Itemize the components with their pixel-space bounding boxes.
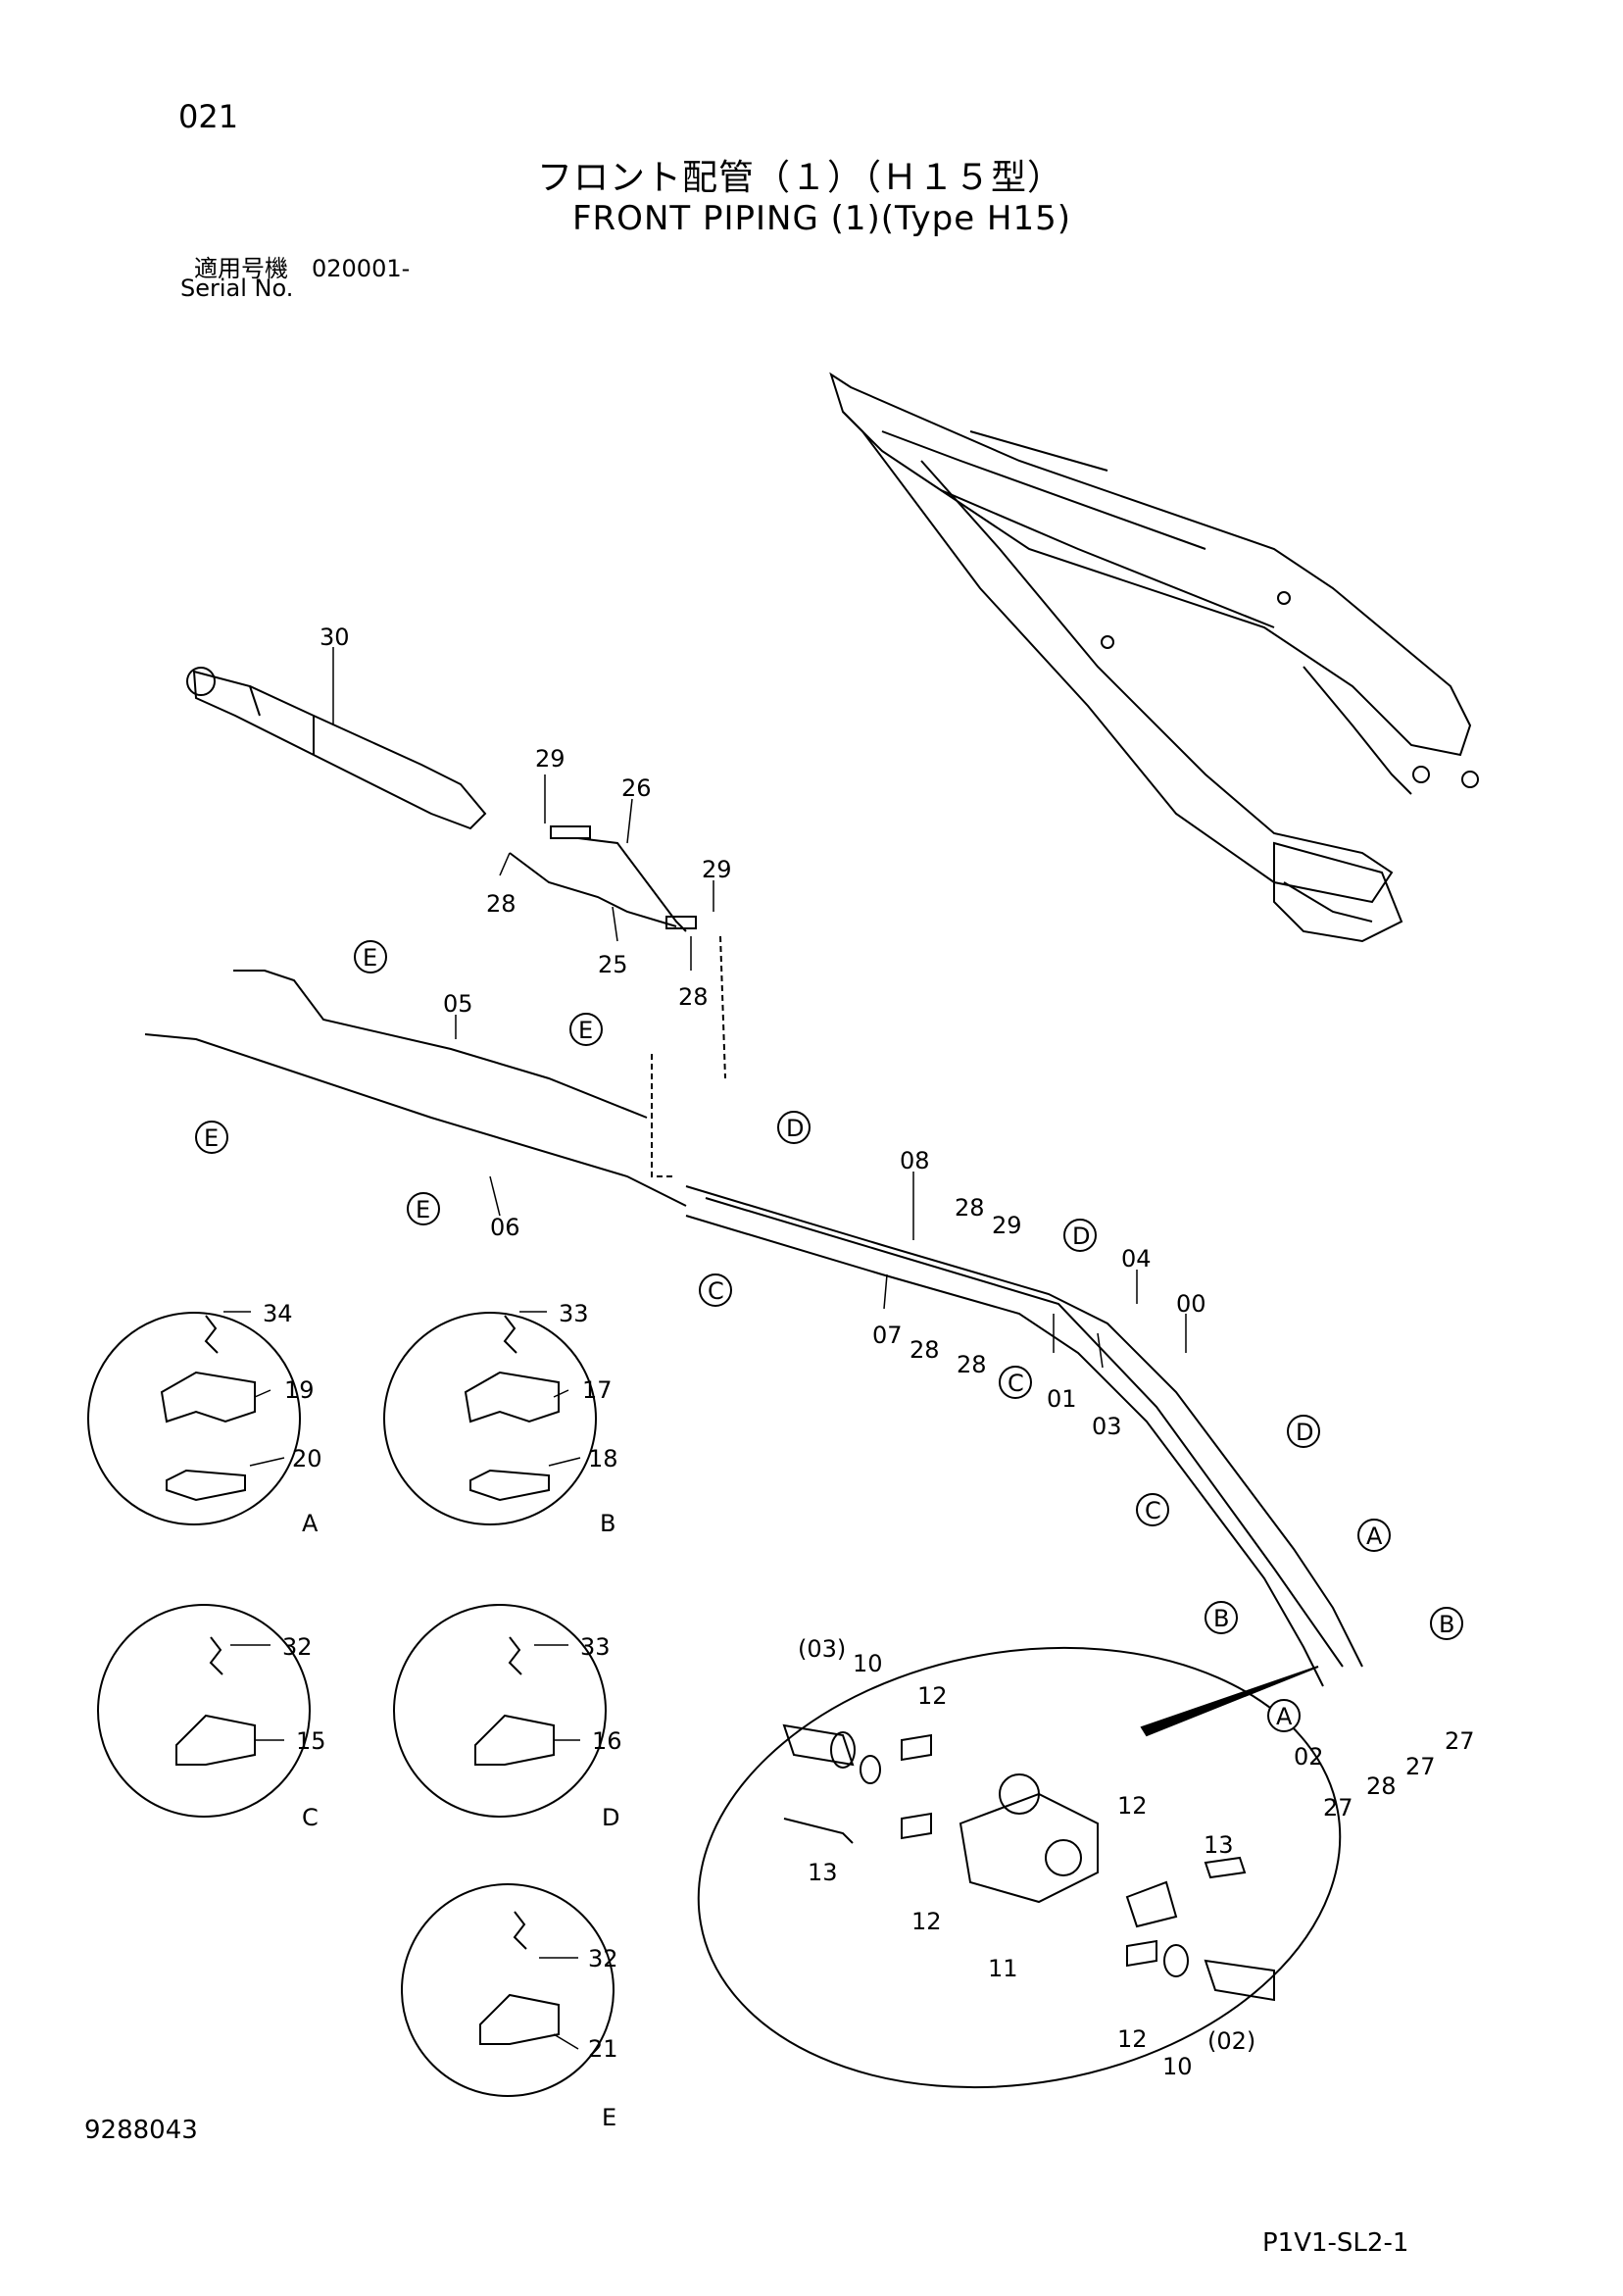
detail-b-bubble — [383, 1312, 597, 1525]
label-12-d: 12 — [1117, 2025, 1148, 2053]
label-00: 00 — [1176, 1290, 1206, 1318]
label-32-b: 32 — [588, 1945, 618, 1972]
pipe-bundle-lower — [685, 1215, 1324, 1687]
part-number-labels: 30 29 26 29 28 25 28 05 06 08 28 29 04 0… — [263, 624, 1475, 2131]
callout-e-1: E — [363, 944, 377, 972]
detail-a-bubble — [87, 1312, 301, 1525]
label-detail-b: B — [600, 1510, 615, 1537]
pipe-bundle-upper — [685, 1185, 1363, 1668]
label-16: 16 — [592, 1727, 622, 1755]
label-34: 34 — [263, 1300, 293, 1327]
label-detail-a: A — [302, 1510, 319, 1537]
label-02: 02 — [1294, 1743, 1324, 1771]
boom-arm-illustration — [829, 372, 1479, 943]
detail-c-bubble — [97, 1604, 311, 1818]
label-28-d: 28 — [910, 1336, 940, 1364]
label-06: 06 — [490, 1214, 520, 1241]
clamp-d-icon — [474, 1636, 555, 1766]
label-29-a: 29 — [535, 745, 566, 773]
page-number: 021 — [178, 98, 239, 135]
detail-e-bubble — [401, 1883, 615, 2097]
label-05: 05 — [443, 990, 473, 1018]
label-12-c: 12 — [1117, 1792, 1148, 1820]
label-33-a: 33 — [559, 1300, 589, 1327]
label-04: 04 — [1121, 1245, 1152, 1273]
label-33-b: 33 — [580, 1633, 611, 1661]
label-19: 19 — [284, 1376, 315, 1404]
callout-c-1: C — [708, 1277, 724, 1305]
label-11: 11 — [988, 1955, 1018, 1982]
label-28-a: 28 — [486, 890, 516, 918]
label-03: 03 — [1092, 1413, 1122, 1440]
label-29-c: 29 — [992, 1212, 1022, 1239]
label-detail-e: E — [602, 2104, 616, 2131]
hose-25 — [509, 852, 677, 927]
detail-d-bubble — [393, 1604, 607, 1818]
clamp-e-icon — [479, 1911, 560, 2045]
pipe-05 — [233, 970, 648, 1119]
label-29-b: 29 — [702, 856, 732, 883]
label-13-a: 13 — [808, 1859, 838, 1886]
label-28-f: 28 — [1366, 1772, 1397, 1800]
callout-b-1: B — [1213, 1605, 1229, 1632]
clamp-c-icon — [175, 1636, 256, 1766]
label-30: 30 — [320, 624, 350, 651]
page-title-japanese: フロント配管（１）（Ｈ１５型） — [537, 158, 1064, 198]
flange-block-icon — [959, 1773, 1099, 1904]
label-28-e: 28 — [957, 1351, 987, 1378]
label-20: 20 — [292, 1445, 322, 1472]
callout-d-1: D — [786, 1115, 804, 1142]
label-26: 26 — [621, 774, 652, 802]
label-21: 21 — [588, 2035, 618, 2063]
label-27-c: 27 — [1445, 1727, 1475, 1755]
label-32-a: 32 — [282, 1633, 313, 1661]
label-02-paren: (02) — [1207, 2027, 1255, 2055]
label-27-b: 27 — [1405, 1753, 1436, 1780]
callout-c-2: C — [1008, 1370, 1024, 1397]
label-28-c: 28 — [955, 1194, 985, 1222]
fittings-icon — [782, 1723, 1275, 2002]
label-27-a: 27 — [1323, 1794, 1353, 1822]
label-01: 01 — [1047, 1385, 1077, 1413]
clamp-a-icon — [160, 1315, 256, 1502]
label-28-b: 28 — [678, 983, 709, 1011]
label-03-paren: (03) — [798, 1635, 846, 1663]
label-12-b: 12 — [911, 1908, 942, 1935]
pipe-06 — [144, 1033, 687, 1207]
callout-e-2: E — [578, 1017, 593, 1044]
callout-a-1: A — [1366, 1522, 1383, 1550]
serial-label: Serial No. — [180, 275, 294, 302]
page-title: FRONT PIPING (1)(Type H15) — [572, 199, 1072, 238]
hose-26 — [577, 837, 687, 932]
label-10-b: 10 — [1162, 2053, 1193, 2080]
fitting-detail-oval — [697, 1646, 1342, 2089]
label-18: 18 — [588, 1445, 618, 1472]
callout-c-3: C — [1145, 1497, 1161, 1524]
serial-applicable-machine: 適用号機 020001- — [194, 255, 411, 282]
sheet-code: P1V1-SL2-1 — [1262, 2228, 1409, 2258]
callout-d-3: D — [1296, 1419, 1313, 1446]
callout-e-4: E — [416, 1196, 430, 1223]
label-10-a: 10 — [853, 1650, 883, 1677]
leader-lines — [223, 647, 1187, 2050]
callout-b-2: B — [1439, 1611, 1454, 1638]
letter-callouts: E E E E D C D C D C A B B A — [195, 940, 1463, 1732]
callout-a-2: A — [1276, 1703, 1293, 1730]
label-detail-d: D — [602, 1804, 619, 1831]
label-detail-c: C — [302, 1804, 319, 1831]
clamp-b-icon — [464, 1315, 560, 1502]
label-25: 25 — [598, 951, 628, 978]
label-15: 15 — [296, 1727, 326, 1755]
label-17: 17 — [582, 1376, 613, 1404]
callout-d-2: D — [1072, 1223, 1090, 1250]
document-code: 9288043 — [84, 2116, 198, 2145]
callout-e-3: E — [204, 1124, 219, 1152]
label-08: 08 — [900, 1147, 930, 1174]
label-12-a: 12 — [917, 1682, 948, 1710]
cylinder-30 — [186, 667, 487, 830]
label-13-b: 13 — [1204, 1831, 1234, 1859]
label-07: 07 — [872, 1322, 903, 1349]
